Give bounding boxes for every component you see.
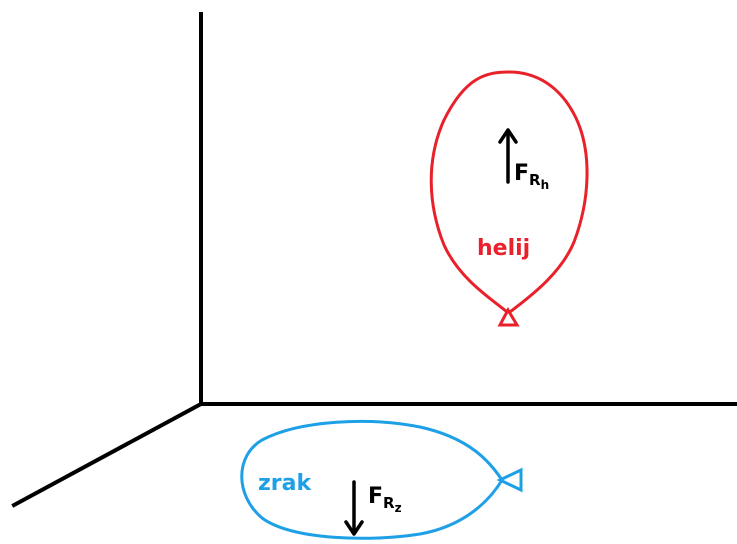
air-force-arrow xyxy=(344,480,364,536)
helium-balloon xyxy=(429,70,589,327)
air-balloon xyxy=(240,419,523,540)
air-balloon-knot xyxy=(496,467,523,493)
helium-force-label: FRh xyxy=(514,161,549,192)
helium-label: helij xyxy=(477,236,530,261)
helium-balloon-body xyxy=(429,70,589,314)
air-force-label: FRz xyxy=(368,484,402,515)
floor-side-line xyxy=(11,401,204,508)
air-label: zrak xyxy=(258,471,313,496)
helium-force-arrow xyxy=(498,128,518,184)
helium-balloon-knot xyxy=(497,306,520,327)
room-corner xyxy=(11,12,737,508)
air-balloon-body xyxy=(240,419,504,540)
